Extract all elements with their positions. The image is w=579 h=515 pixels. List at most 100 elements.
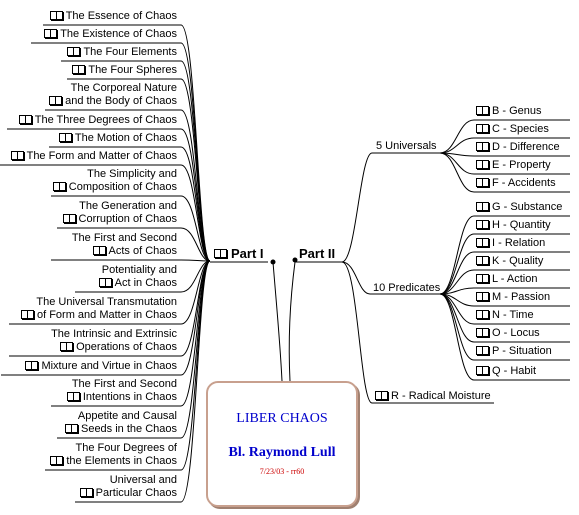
part1-topic[interactable]: The Form and Matter of Chaos	[10, 150, 177, 163]
book-icon	[476, 202, 489, 211]
predicate-item[interactable]: K - Quality	[476, 255, 543, 268]
topic-label: E - Property	[492, 159, 551, 171]
connector-curve	[341, 152, 373, 263]
predicate-item[interactable]: O - Locus	[476, 327, 540, 340]
part2-node[interactable]: Part II	[299, 246, 335, 262]
topic-label: The Four Elements	[83, 46, 177, 58]
topic-label: Operations of Chaos	[76, 341, 177, 353]
topic-label: I - Relation	[492, 237, 546, 249]
book-icon	[20, 310, 34, 319]
topic-text-line: The Intrinsic and Extrinsic	[51, 328, 177, 341]
connector-curve	[439, 293, 475, 381]
book-icon	[62, 214, 76, 223]
universals-node[interactable]: 5 Universals	[376, 140, 437, 153]
part1-topic[interactable]: The Motion of Chaos	[58, 132, 177, 145]
central-topic-box[interactable]: LIBER CHAOS Bl. Raymond Lull 7/23/03 - r…	[206, 381, 358, 507]
book-icon	[50, 456, 64, 465]
topic-text-line: Composition of Chaos	[52, 181, 177, 194]
topic-label: The Simplicity and	[87, 168, 177, 180]
predicate-item[interactable]: P - Situation	[476, 345, 552, 358]
topic-text-line: Corruption of Chaos	[62, 213, 177, 226]
connector-curve	[288, 261, 296, 382]
part1-label: Part I	[231, 246, 264, 261]
connector-curve	[439, 119, 475, 154]
predicate-item[interactable]: L - Action	[476, 273, 537, 286]
topic-text-line: The Form and Matter of Chaos	[10, 150, 177, 163]
book-icon	[214, 249, 228, 259]
predicate-item[interactable]: I - Relation	[476, 237, 545, 250]
topic-text-line: E - Property	[476, 159, 551, 172]
topic-label: and the Body of Chaos	[65, 95, 177, 107]
topic-label: C - Species	[492, 123, 549, 135]
predicate-item[interactable]: Q - Habit	[476, 365, 536, 378]
book-icon	[476, 238, 489, 247]
book-icon	[375, 391, 388, 400]
topic-text-line: Act in Chaos	[98, 277, 177, 290]
book-icon	[476, 220, 489, 229]
topic-text-line: The Universal Transmutation	[21, 296, 177, 309]
topic-label: Seeds in the Chaos	[80, 423, 177, 435]
predicate-item[interactable]: G - Substance	[476, 201, 562, 214]
radical-moisture-node[interactable]: R - Radical Moisture	[375, 390, 491, 403]
topic-label: G - Substance	[492, 201, 563, 213]
part1-topic[interactable]: Mixture and Virtue in Chaos	[25, 360, 177, 373]
topic-label: F - Accidents	[492, 177, 556, 189]
topic-label: the Elements in Chaos	[66, 455, 177, 467]
book-icon	[10, 151, 24, 160]
universal-item[interactable]: B - Genus	[476, 105, 542, 118]
predicate-item[interactable]: M - Passion	[476, 291, 550, 304]
topic-text-line: Potentiality and	[99, 264, 177, 277]
topic-text-line: The Three Degrees of Chaos	[18, 114, 177, 127]
book-icon	[98, 278, 112, 287]
predicate-item[interactable]: N - Time	[476, 309, 534, 322]
book-icon	[58, 133, 72, 142]
predicates-node[interactable]: 10 Predicates	[373, 282, 440, 295]
part1-topic[interactable]: The Essence of Chaos	[49, 10, 177, 23]
topic-text-line: C - Species	[476, 123, 549, 136]
topic-label: K - Quality	[492, 255, 544, 267]
topic-label: L - Action	[492, 273, 538, 285]
connector-curve	[439, 293, 475, 361]
part1-topic[interactable]: The Existence of Chaos	[44, 28, 177, 41]
topic-label: N - Time	[492, 309, 534, 321]
book-icon	[67, 47, 81, 56]
part2-label: Part II	[299, 246, 336, 261]
universal-item[interactable]: F - Accidents	[476, 177, 556, 190]
topic-text-line: D - Difference	[476, 141, 560, 154]
universal-item[interactable]: D - Difference	[476, 141, 560, 154]
topic-text-line: Mixture and Virtue in Chaos	[25, 360, 177, 373]
book-icon	[60, 342, 74, 351]
topic-text-line: The Motion of Chaos	[58, 132, 177, 145]
universal-item[interactable]: C - Species	[476, 123, 549, 136]
topic-text-line: K - Quality	[476, 255, 543, 268]
part1-topic[interactable]: The Four Elements	[67, 46, 177, 59]
part1-topic[interactable]: The Four Spheres	[72, 64, 177, 77]
connector-curve	[180, 227, 211, 262]
universal-item[interactable]: E - Property	[476, 159, 551, 172]
topic-label: H - Quantity	[492, 219, 551, 231]
topic-text-line: Universal and	[80, 474, 177, 487]
predicate-item[interactable]: H - Quantity	[476, 219, 551, 232]
part1-node[interactable]: Part I	[214, 246, 264, 262]
book-icon	[64, 424, 78, 433]
topic-label: Acts of Chaos	[108, 245, 177, 257]
topic-label: Particular Chaos	[95, 487, 177, 499]
topic-text-line: of Form and Matter in Chaos	[20, 309, 177, 322]
part1-topic[interactable]: The Three Degrees of Chaos	[18, 114, 177, 127]
topic-label: Potentiality and	[101, 264, 177, 276]
book-icon	[25, 361, 39, 370]
book-icon	[476, 124, 489, 133]
book-icon	[72, 65, 86, 74]
connector-curve	[180, 260, 211, 503]
